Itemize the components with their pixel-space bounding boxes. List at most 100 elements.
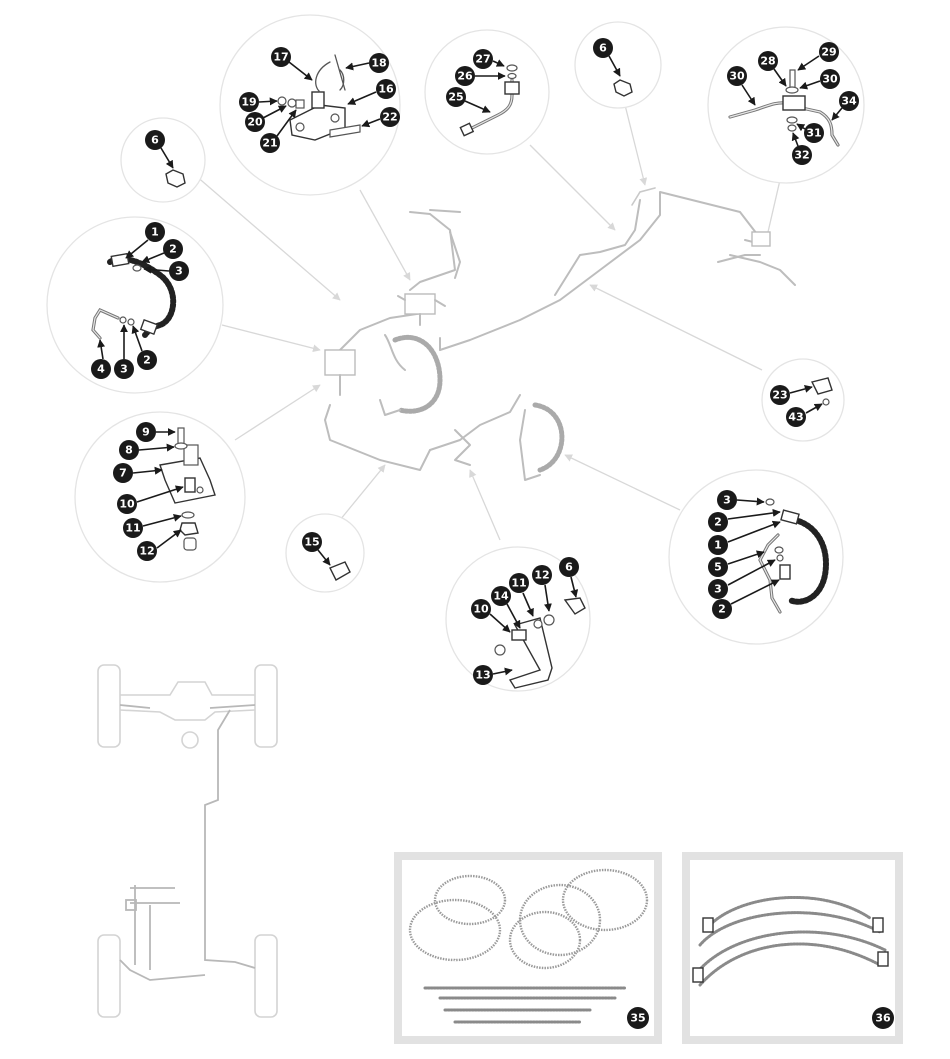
detail-rear-t-piece: 28 29 30 30 34 31 32 bbox=[707, 26, 865, 184]
leader-lines bbox=[194, 104, 781, 541]
badge-21: 21 bbox=[260, 133, 280, 153]
main-pipe-assembly bbox=[324, 187, 796, 481]
badge-7: 7 bbox=[113, 463, 133, 483]
svg-text:27: 27 bbox=[475, 53, 490, 66]
svg-text:8: 8 bbox=[125, 444, 133, 457]
svg-text:2: 2 bbox=[714, 516, 722, 529]
detail-rear-hose: 3 2 1 5 3 2 bbox=[668, 469, 844, 645]
detail-nut-top: 6 bbox=[574, 21, 662, 109]
badge-5: 5 bbox=[708, 557, 728, 577]
badge-16: 16 bbox=[376, 79, 396, 99]
svg-text:20: 20 bbox=[247, 116, 263, 129]
svg-text:29: 29 bbox=[821, 46, 836, 59]
svg-text:10: 10 bbox=[473, 603, 489, 616]
svg-text:7: 7 bbox=[119, 467, 127, 480]
chassis-outline bbox=[97, 664, 278, 1018]
badge-19: 19 bbox=[239, 92, 259, 112]
badge-11-rear: 11 bbox=[509, 573, 529, 593]
badge-12-front: 12 bbox=[137, 541, 157, 561]
svg-text:22: 22 bbox=[382, 111, 397, 124]
svg-text:5: 5 bbox=[714, 561, 722, 574]
badge-13: 13 bbox=[473, 665, 493, 685]
badge-3-front-bottom: 3 bbox=[114, 359, 134, 379]
svg-text:36: 36 bbox=[875, 1012, 891, 1025]
svg-text:35: 35 bbox=[630, 1012, 645, 1025]
detail-clip: 23 43 bbox=[761, 358, 845, 442]
badge-2-front-bottom: 2 bbox=[137, 350, 157, 370]
svg-text:2: 2 bbox=[143, 354, 151, 367]
svg-text:3: 3 bbox=[175, 265, 183, 278]
svg-text:17: 17 bbox=[273, 51, 288, 64]
svg-text:19: 19 bbox=[241, 96, 256, 109]
badge-34: 34 bbox=[839, 91, 859, 111]
svg-text:3: 3 bbox=[120, 363, 128, 376]
svg-text:43: 43 bbox=[788, 411, 803, 424]
badge-3-rear-top: 3 bbox=[717, 490, 737, 510]
svg-text:16: 16 bbox=[378, 83, 394, 96]
svg-text:10: 10 bbox=[119, 498, 135, 511]
detail-rear-bracket: 11 12 6 14 10 13 bbox=[445, 546, 591, 692]
svg-text:30: 30 bbox=[822, 73, 838, 86]
detail-front-hose: 1 2 3 4 3 2 bbox=[46, 216, 224, 394]
svg-text:6: 6 bbox=[565, 561, 573, 574]
badge-29: 29 bbox=[819, 42, 839, 62]
badge-43: 43 bbox=[786, 407, 806, 427]
badge-2-front-top: 2 bbox=[163, 239, 183, 259]
detail-valve-block: 17 18 19 20 21 16 22 bbox=[219, 14, 401, 196]
svg-text:21: 21 bbox=[262, 137, 277, 150]
svg-text:14: 14 bbox=[493, 590, 509, 603]
badge-6-top: 6 bbox=[593, 38, 613, 58]
svg-text:1: 1 bbox=[151, 226, 159, 239]
svg-text:3: 3 bbox=[714, 583, 722, 596]
badge-10-front: 10 bbox=[117, 494, 137, 514]
detail-nut-left: 6 bbox=[120, 117, 206, 203]
svg-text:32: 32 bbox=[794, 149, 809, 162]
badge-32: 32 bbox=[792, 145, 812, 165]
badge-3-front-top: 3 bbox=[169, 261, 189, 281]
kit-box-35: 35 bbox=[394, 852, 662, 1044]
badge-27: 27 bbox=[473, 49, 493, 69]
badge-30-left: 30 bbox=[727, 66, 747, 86]
svg-text:6: 6 bbox=[599, 42, 607, 55]
svg-text:15: 15 bbox=[304, 536, 319, 549]
badge-9: 9 bbox=[136, 422, 156, 442]
badge-4: 4 bbox=[91, 359, 111, 379]
svg-text:28: 28 bbox=[760, 55, 775, 68]
svg-text:1: 1 bbox=[714, 539, 722, 552]
badge-28: 28 bbox=[758, 51, 778, 71]
svg-text:25: 25 bbox=[448, 91, 463, 104]
badge-10-rear: 10 bbox=[471, 599, 491, 619]
badge-8: 8 bbox=[119, 440, 139, 460]
detail-union: 15 bbox=[285, 513, 365, 593]
svg-text:11: 11 bbox=[125, 522, 140, 535]
detail-front-bracket: 9 8 7 10 11 12 bbox=[74, 411, 246, 583]
badge-30-right: 30 bbox=[820, 69, 840, 89]
badge-18: 18 bbox=[369, 53, 389, 73]
badge-23: 23 bbox=[770, 385, 790, 405]
badge-6-rear: 6 bbox=[559, 557, 579, 577]
badge-1-rear: 1 bbox=[708, 535, 728, 555]
badge-35: 35 bbox=[627, 1007, 649, 1029]
svg-text:9: 9 bbox=[142, 426, 150, 439]
svg-text:2: 2 bbox=[169, 243, 177, 256]
svg-text:2: 2 bbox=[718, 603, 726, 616]
badge-20: 20 bbox=[245, 112, 265, 132]
badge-25: 25 bbox=[446, 87, 466, 107]
svg-text:23: 23 bbox=[772, 389, 787, 402]
badge-17: 17 bbox=[271, 47, 291, 67]
svg-text:26: 26 bbox=[457, 70, 473, 83]
svg-text:12: 12 bbox=[139, 545, 154, 558]
svg-text:4: 4 bbox=[97, 363, 105, 376]
svg-text:12: 12 bbox=[534, 569, 549, 582]
badge-22: 22 bbox=[380, 107, 400, 127]
badge-12-rear: 12 bbox=[532, 565, 552, 585]
svg-text:3: 3 bbox=[723, 494, 731, 507]
svg-text:31: 31 bbox=[806, 127, 821, 140]
badge-6-left: 6 bbox=[145, 130, 165, 150]
svg-text:18: 18 bbox=[371, 57, 386, 70]
badge-1-front: 1 bbox=[145, 222, 165, 242]
badge-2-rear-top: 2 bbox=[708, 512, 728, 532]
badge-3-rear-bottom: 3 bbox=[708, 579, 728, 599]
badge-11-front: 11 bbox=[123, 518, 143, 538]
